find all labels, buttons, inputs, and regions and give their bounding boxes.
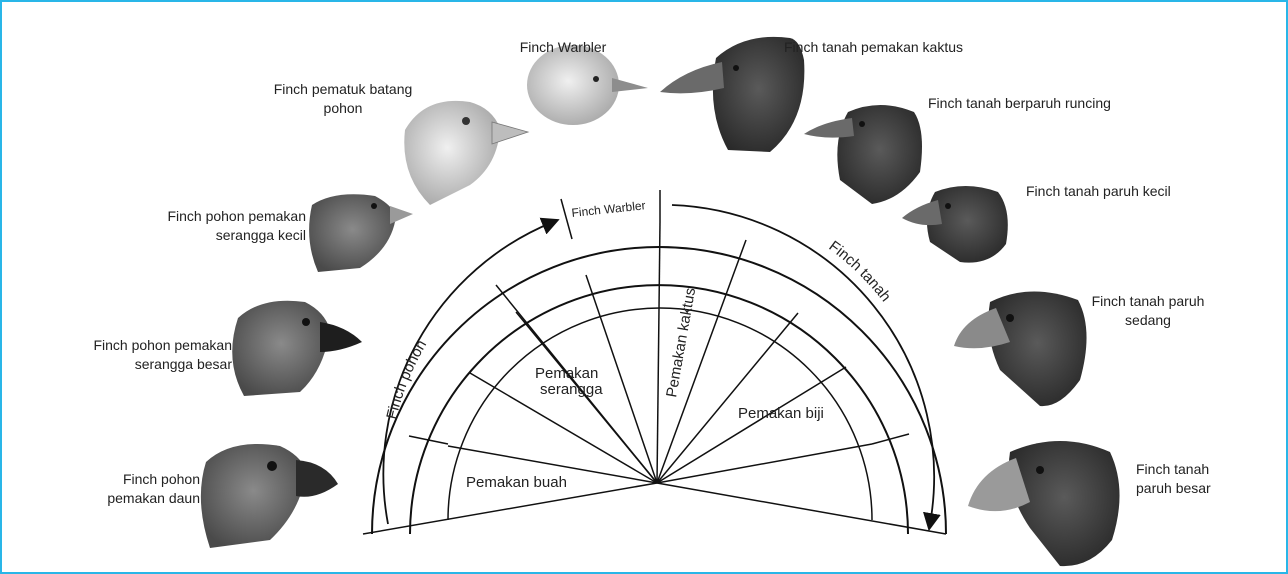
label-woodpecker-finch: Finch pematuk batang pohon <box>268 80 418 118</box>
bird-large-tree-finch-illustration <box>232 301 362 396</box>
diet-label-insects: Pemakan <box>535 365 598 382</box>
label-large-tree-finch: Finch pohon pemakan serangga besar <box>42 336 232 374</box>
bird-vegetarian-finch-illustration <box>201 444 338 548</box>
bird-cactus-finch-illustration <box>660 37 804 152</box>
bird-warbler-illustration <box>527 45 648 125</box>
label-medium-ground-finch: Finch tanah paruh sedang <box>1088 292 1208 330</box>
bird-large-ground-finch-illustration <box>968 441 1120 566</box>
bird-medium-ground-finch-illustration <box>954 291 1087 406</box>
bird-woodpecker-finch-illustration <box>404 101 528 205</box>
diet-insects-line1: Pemakan <box>535 365 598 382</box>
label-small-ground-finch: Finch tanah paruh kecil <box>1026 182 1246 201</box>
diet-insects-line2: serangga <box>540 381 603 398</box>
bird-small-ground-finch-illustration <box>902 186 1008 263</box>
label-vegetarian-finch: Finch pohon pemakan daun <box>72 470 200 508</box>
warbler-box-label: Finch Warbler <box>571 198 646 220</box>
bird-small-tree-finch-illustration <box>309 194 413 272</box>
group-label-tree: Finch pohon <box>383 337 430 421</box>
label-warbler-finch: Finch Warbler <box>508 38 618 57</box>
label-sharp-beaked-finch: Finch tanah berparuh runcing <box>928 94 1188 113</box>
label-cactus-finch: Finch tanah pemakan kaktus <box>784 38 1064 57</box>
bird-sharp-beaked-finch-illustration <box>804 105 922 204</box>
label-large-ground-finch: Finch tanah paruh besar <box>1136 460 1246 498</box>
diet-label-seeds: Pemakan biji <box>738 405 824 422</box>
diet-label-fruit: Pemakan buah <box>466 474 567 491</box>
group-label-ground: Finch tanah <box>826 238 895 306</box>
label-small-tree-finch: Finch pohon pemakan serangga kecil <box>116 207 306 245</box>
